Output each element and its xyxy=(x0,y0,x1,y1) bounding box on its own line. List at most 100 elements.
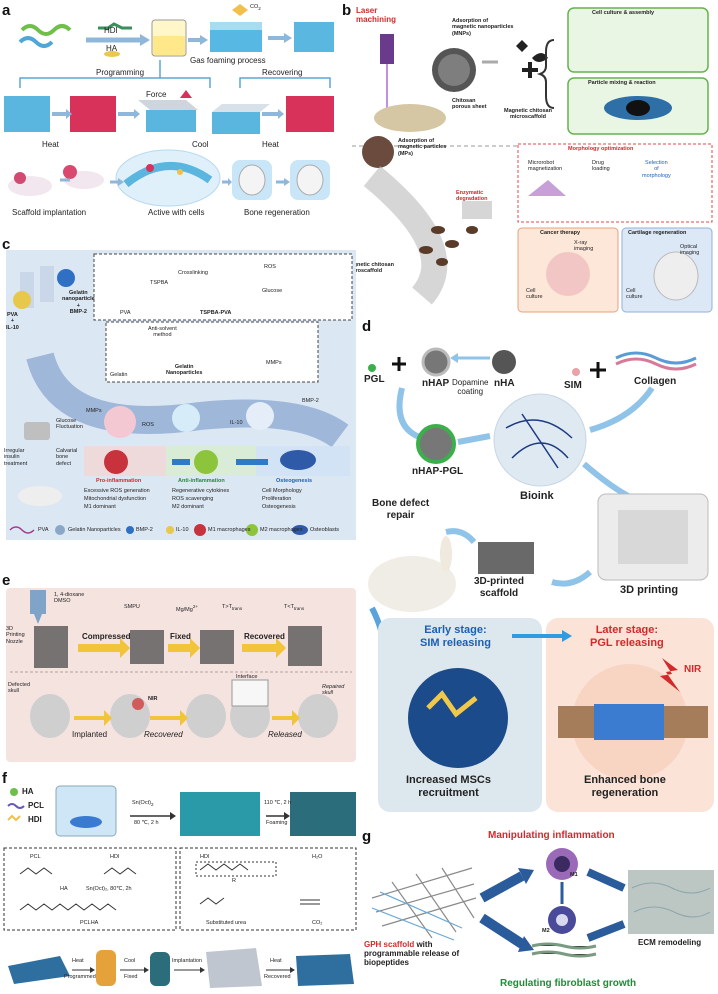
active-with-cells-label: Active with cells xyxy=(148,208,205,217)
cond1-label: 80 ℃, 2 h xyxy=(134,820,159,826)
glucose-fluctuation-label: Glucose Fluctuation xyxy=(56,418,83,431)
legend-m2: M2 macrophages xyxy=(260,527,303,533)
magnetic-chitosan-microscaffold-2-label: Magnetic chitosan microscaffold xyxy=(346,262,394,275)
ecm-remodeling-label: ECM remodeling xyxy=(638,938,702,947)
red-block-2 xyxy=(286,96,334,132)
m2-label: M2 xyxy=(542,928,550,934)
hdi-label-f3: HDI xyxy=(200,854,210,860)
interface-label: Interface xyxy=(236,674,258,680)
pro-list-2: M1 dominant xyxy=(84,504,116,510)
sim-label: SIM xyxy=(564,380,582,391)
m2-macrophage xyxy=(194,450,218,474)
ros-2-label: ROS xyxy=(142,422,154,428)
pcl-label-f: PCL xyxy=(28,801,44,810)
heat-label-1: Heat xyxy=(42,140,59,149)
selection-of-morphology-label: Selection of morphology xyxy=(642,160,671,179)
programming-label: Programming xyxy=(96,68,145,77)
heat-label-f2: Heat xyxy=(270,958,282,964)
osteo-list-1: Proliferation xyxy=(262,496,292,502)
morphology-optimization-label: Morphology optimization xyxy=(568,146,634,152)
panel-f: f HA PCL HDI Sn(Oct)2 80 ℃, 2 h 110 ℃, 2… xyxy=(0,770,360,994)
scaffold-shape-2 xyxy=(96,950,116,986)
scaffold-cylinder xyxy=(34,626,68,668)
panel-label-e: e xyxy=(2,572,11,589)
m1-label: M1 xyxy=(570,872,578,878)
laser-machining-label: Laser machining xyxy=(356,6,397,25)
heat-label-f: Heat xyxy=(72,958,84,964)
nozzle-label: 3D Printing Nozzle xyxy=(6,626,25,645)
polymer-molecule xyxy=(18,24,72,48)
microrobot-magnetization-label: Microrobot magnetization xyxy=(528,160,563,173)
cell-culture-1-label: Cell culture xyxy=(526,288,543,301)
gelatin-nanoparticles-label: Gelatin Nanoparticles xyxy=(166,364,203,377)
panel-a-graphics xyxy=(4,4,334,207)
later-stage-label: Later stage: PGL releasing xyxy=(590,624,664,649)
t-lt-label: T<Ttrans xyxy=(284,604,305,612)
adsorption-mnps-label: Adsorption of magnetic nanoparticles (MN… xyxy=(452,18,514,37)
nir-label: NIR xyxy=(684,664,702,675)
hdi-label: HDI xyxy=(104,26,118,35)
panel-g: g Manipulating inflammation M1 M2 GPH sc… xyxy=(362,828,718,994)
programmed-label: Programmed xyxy=(64,974,96,980)
nhap-label: nHAP xyxy=(422,378,450,389)
pgl-label: PGL xyxy=(364,374,385,385)
panel-b: b Laser machining Adsorption of magnetic… xyxy=(342,0,718,320)
rabbit-icon xyxy=(368,556,456,612)
nir-bolt xyxy=(660,658,680,692)
implanted-label: Implanted xyxy=(72,730,108,739)
defected-skull-label: Defected skull xyxy=(8,682,31,695)
sim-dot xyxy=(572,368,580,376)
panel-f-graphics xyxy=(3,785,357,988)
foam-block-2 xyxy=(294,22,334,52)
3d-printing-label: 3D printing xyxy=(620,584,679,596)
pva-label: PVA xyxy=(120,310,131,316)
osteoblast xyxy=(280,450,316,470)
panel-e-graphics xyxy=(6,588,356,762)
cartilage-regeneration-label: Cartilage regeneration xyxy=(628,230,687,236)
ha-drop xyxy=(104,51,120,57)
nha-sphere xyxy=(492,350,516,374)
gph-scaffold-bold: GPH scaffold xyxy=(364,940,415,949)
particle-mixing-reaction-label: Particle mixing & reaction xyxy=(588,80,656,86)
calvarial-bone-defect-label: Calvarial bone defect xyxy=(56,448,78,467)
legend-il10: IL-10 xyxy=(176,527,189,533)
panel-label-a: a xyxy=(2,2,11,19)
collagen-fiber xyxy=(615,351,697,365)
enzymatic-degradation-label: Enzymatic degradation xyxy=(456,190,488,203)
red-block xyxy=(70,96,116,132)
skull-icon-e1 xyxy=(30,694,70,738)
scaffold-shape-1 xyxy=(8,956,70,984)
nha-label: nHA xyxy=(494,378,515,389)
legend-m1: M1 macrophages xyxy=(208,527,251,533)
gph-scaffold-rest: with programmable release of biopeptides xyxy=(364,940,460,968)
msc-circle xyxy=(408,668,508,768)
mg-label: Mg/Mg2+ xyxy=(176,604,199,613)
pro-list-1: Mitochondrial dysfunction xyxy=(84,496,147,502)
recovering-label: Recovering xyxy=(262,68,303,77)
enhanced-bone-label: Enhanced bone regeneration xyxy=(584,774,666,799)
laser-head xyxy=(380,34,394,64)
pclha-label: PCLHA xyxy=(80,920,99,926)
heat-label-2: Heat xyxy=(262,140,279,149)
anti-list-2: M2 dominant xyxy=(172,504,204,510)
cell-culture-assembly-label: Cell culture & assembly xyxy=(592,10,655,16)
pro-inflammation-label: Pro-inflammation xyxy=(96,478,142,484)
mmps-2-label: MMPs xyxy=(86,408,102,414)
anti-solvent-label: Anti-solvent method xyxy=(148,326,177,339)
ecm-image xyxy=(628,870,714,934)
cell-culture-box xyxy=(567,7,709,73)
panel-g-graphics xyxy=(371,848,714,958)
h2o-label: H₂O xyxy=(312,854,323,860)
pgl-dot xyxy=(368,364,376,372)
gelatin-nano-bmp2-label: Gelatin nanoparticle + BMP-2 xyxy=(62,290,95,315)
legend-pva: PVA xyxy=(38,527,49,533)
released-label: Released xyxy=(268,730,302,739)
panel-c-graphics xyxy=(6,250,356,540)
printing-nozzle xyxy=(30,590,46,614)
regulating-fibroblast-label: Regulating fibroblast growth xyxy=(500,978,637,989)
panel-a: a xyxy=(0,0,340,240)
dopamine-coating-label: Dopamine coating xyxy=(452,378,489,397)
glucose-meter xyxy=(24,422,50,440)
gelatin-label: Gelatin xyxy=(110,372,128,378)
osteo-list-0: Cell Morphology xyxy=(262,488,302,494)
